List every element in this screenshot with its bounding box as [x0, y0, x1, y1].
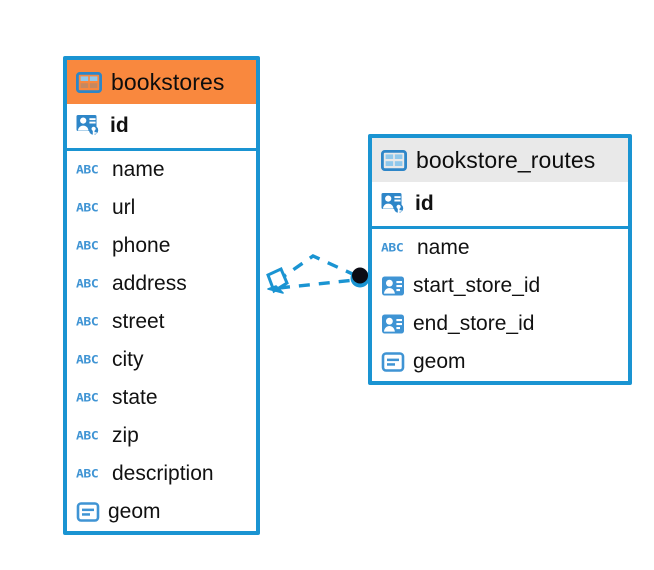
text-abc-icon: ABC: [76, 239, 99, 253]
field-row-geom[interactable]: geom: [372, 343, 628, 381]
field-row-address[interactable]: ABC address: [67, 265, 256, 303]
field-name-id: id: [110, 114, 129, 137]
field-row-street[interactable]: ABC street: [67, 303, 256, 341]
field-row-id[interactable]: id: [372, 182, 628, 226]
foreign-key-icon: [381, 274, 405, 298]
primary-key-separator: [67, 148, 256, 151]
field-row-name[interactable]: ABC name: [372, 229, 628, 267]
table-icon: [75, 71, 103, 93]
field-row-city[interactable]: ABC city: [67, 341, 256, 379]
primary-key-icon: [381, 191, 407, 217]
field-name-id: id: [415, 192, 434, 215]
text-abc-icon: ABC: [76, 353, 99, 367]
text-abc-icon: ABC: [76, 391, 99, 405]
field-name-address: address: [112, 272, 187, 295]
diamond-marker: [266, 266, 289, 294]
entity-title-bookstore-routes: bookstore_routes: [416, 146, 596, 173]
field-row-description[interactable]: ABC description: [67, 455, 256, 493]
text-abc-icon: ABC: [76, 315, 99, 329]
field-name-name: name: [417, 236, 470, 259]
text-abc-icon: ABC: [381, 241, 404, 255]
entity-bookstores[interactable]: bookstores id ABC: [63, 56, 260, 535]
entity-title-bookstores: bookstores: [111, 68, 225, 95]
foreign-key-icon: [381, 312, 405, 336]
entity-header-bookstore-routes[interactable]: bookstore_routes: [372, 138, 628, 182]
field-name-end-store-id: end_store_id: [413, 312, 535, 335]
field-name-state: state: [112, 386, 158, 409]
field-name-geom: geom: [413, 350, 466, 373]
field-row-url[interactable]: ABC url: [67, 189, 256, 227]
relationship-line-lower: [278, 278, 356, 290]
field-name-zip: zip: [112, 424, 139, 447]
field-row-end-store-id[interactable]: end_store_id: [372, 305, 628, 343]
field-row-start-store-id[interactable]: start_store_id: [372, 267, 628, 305]
entity-bookstore-routes[interactable]: bookstore_routes id A: [368, 134, 632, 385]
entity-header-bookstores[interactable]: bookstores: [67, 60, 256, 104]
field-row-state[interactable]: ABC state: [67, 379, 256, 417]
table-icon: [380, 149, 408, 171]
field-row-geom[interactable]: geom: [67, 493, 256, 531]
primary-key-icon: [76, 113, 102, 139]
text-abc-icon: ABC: [76, 277, 99, 291]
filled-circle-marker: [350, 267, 370, 288]
field-row-phone[interactable]: ABC phone: [67, 227, 256, 265]
field-row-id[interactable]: id: [67, 104, 256, 148]
relationship-line-upper: [276, 254, 358, 283]
field-name-name: name: [112, 158, 165, 181]
field-name-phone: phone: [112, 234, 171, 257]
text-abc-icon: ABC: [76, 429, 99, 443]
field-row-name[interactable]: ABC name: [67, 151, 256, 189]
field-row-zip[interactable]: ABC zip: [67, 417, 256, 455]
geometry-icon: [76, 500, 100, 524]
field-name-street: street: [112, 310, 165, 333]
text-abc-icon: ABC: [76, 163, 99, 177]
primary-key-separator: [372, 226, 628, 229]
field-name-description: description: [112, 462, 214, 485]
text-abc-icon: ABC: [76, 201, 99, 215]
field-name-city: city: [112, 348, 144, 371]
field-name-geom: geom: [108, 500, 161, 523]
geometry-icon: [381, 350, 405, 374]
field-name-start-store-id: start_store_id: [413, 274, 541, 297]
field-name-url: url: [112, 196, 136, 219]
text-abc-icon: ABC: [76, 467, 99, 481]
